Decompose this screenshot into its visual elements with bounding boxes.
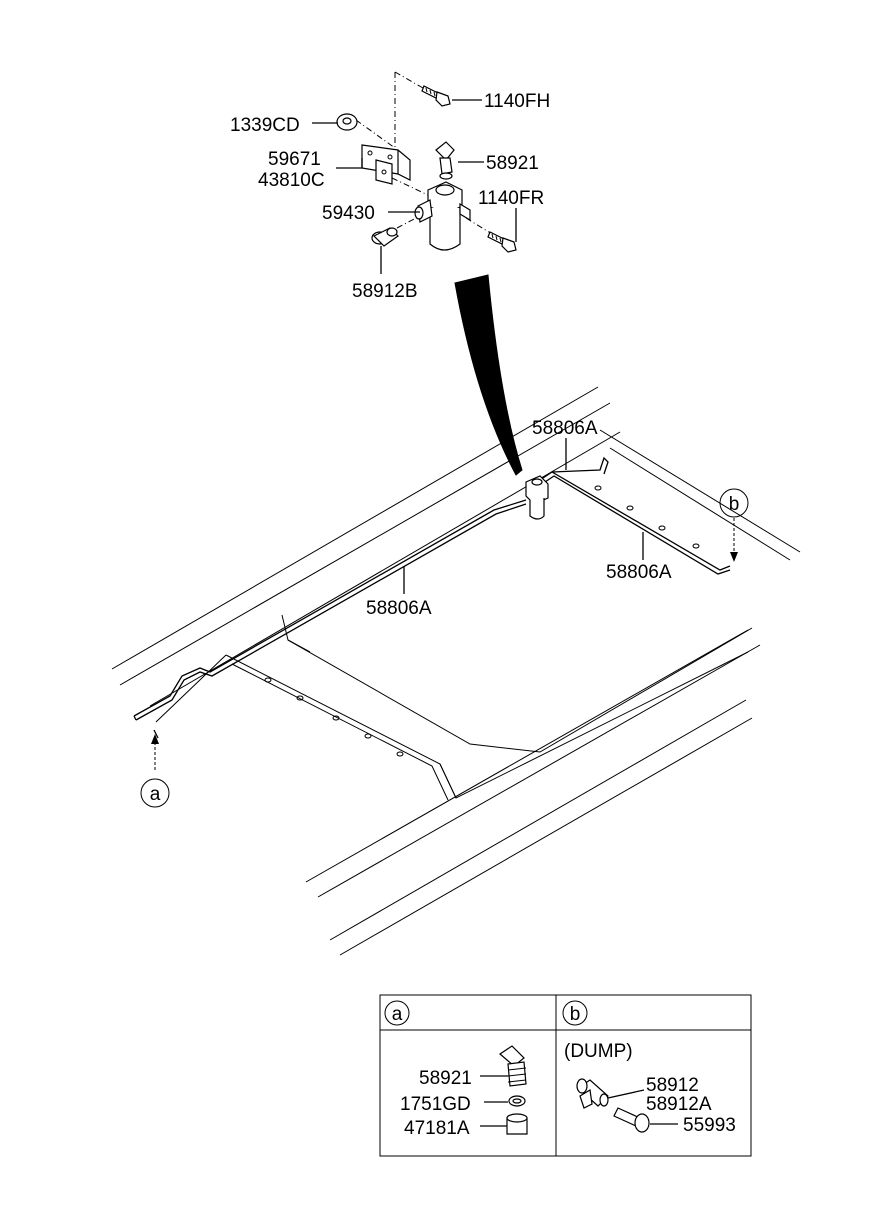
bracket-59671-icon <box>361 144 411 185</box>
callout-a: a <box>140 734 170 808</box>
label-1140fh: 1140FH <box>484 91 550 112</box>
legend-b-valve-icon <box>613 1107 650 1133</box>
bolt-1140fr-icon <box>487 231 517 253</box>
legend-b-tee-fitting-icon <box>576 1078 609 1109</box>
label-59671: 59671 <box>268 149 321 170</box>
chassis-frame <box>111 386 801 956</box>
callout-b-label: b <box>729 494 740 515</box>
valve-assembly-exploded <box>312 71 517 274</box>
legend-b-part-3: 55993 <box>683 1115 736 1136</box>
label-58806a-right: 58806A <box>606 562 672 583</box>
label-58806a-mid: 58806A <box>366 598 432 619</box>
bolt-1140fh-icon <box>421 85 451 107</box>
callout-b: b <box>719 488 749 562</box>
elbow-fitting-58921-icon <box>435 141 455 180</box>
legend-b-part-1: 58912 <box>646 1075 699 1096</box>
valve-installed-icon <box>525 475 549 520</box>
legend-a-fitting-icon <box>499 1045 528 1135</box>
legend-header-b: b <box>570 1004 581 1025</box>
legend-a-part-1: 58921 <box>419 1068 472 1089</box>
label-58912b: 58912B <box>352 281 418 302</box>
legend-b-note: (DUMP) <box>564 1041 633 1062</box>
label-58806a-top: 58806A <box>532 418 598 439</box>
nut-1339cd-icon <box>336 113 358 131</box>
label-1339cd: 1339CD <box>230 115 300 136</box>
label-59430: 59430 <box>322 203 375 224</box>
legend-a-part-3: 47181A <box>404 1118 470 1139</box>
valve-body-59430-icon <box>414 181 471 251</box>
label-43810c: 43810C <box>258 170 325 191</box>
legend-table: a b 58921 1751GD 47181A (DUMP) <box>379 994 752 1157</box>
legend-header-a: a <box>392 1004 403 1025</box>
legend-b-part-2: 58912A <box>646 1094 712 1115</box>
callout-a-label: a <box>150 784 161 805</box>
location-arrow-icon <box>454 274 523 476</box>
label-1140fr: 1140FR <box>478 188 544 209</box>
plug-58912b-icon <box>371 227 399 247</box>
brake-pipe-58806a <box>133 456 731 739</box>
label-58921-top: 58921 <box>486 153 539 174</box>
legend-a-part-2: 1751GD <box>400 1094 471 1115</box>
